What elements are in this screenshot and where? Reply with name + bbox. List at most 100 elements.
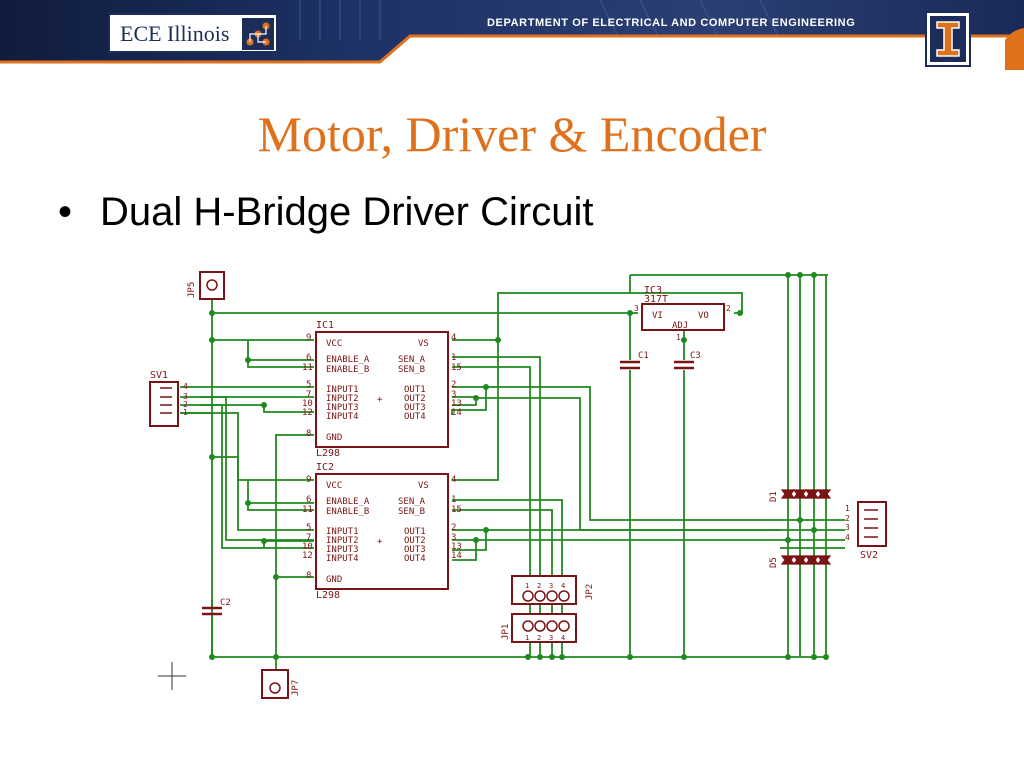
jp1-pin: 1: [525, 634, 529, 642]
jp1-label: JP1: [501, 624, 511, 640]
ic2-label: VS: [418, 481, 429, 491]
bullet-dot: •: [58, 190, 73, 234]
ic1-pin: 4: [451, 333, 456, 343]
ic1-label: SEN_B: [398, 365, 425, 375]
circuit-dots-icon: [242, 18, 274, 50]
jp5-connector: JP5: [187, 271, 225, 300]
ic1-pin: 10: [302, 399, 313, 409]
ic1-label: OUT4: [404, 412, 426, 422]
junction-dots: [209, 272, 829, 660]
ece-illinois-logo: ECE Illinois: [108, 13, 278, 53]
ic1-pin: 2: [451, 380, 456, 390]
slide-header: ECE Illinois DEPARTMENT OF ELECTRICAL AN…: [0, 0, 1024, 70]
sv2-pin: 4: [845, 533, 850, 542]
ic3-name: IC3: [644, 285, 662, 296]
ic1-pin: 1: [451, 353, 456, 363]
ic2-name: IC2: [316, 462, 334, 473]
ic1-name: IC1: [316, 320, 334, 331]
diode-array-d1: D1: [769, 489, 832, 502]
ic1-l298: IC1 L298 9 6 11 5 7 10 12 8 4 1 15 2 3 1…: [302, 320, 462, 459]
ic1-label: SEN_A: [398, 355, 426, 365]
bullet-text: Dual H-Bridge Driver Circuit: [100, 190, 594, 234]
ic2-label: INPUT1: [326, 527, 359, 537]
ic1-part: L298: [316, 448, 340, 459]
ic1-label: ENABLE_A: [326, 355, 370, 365]
ic1-label: VS: [418, 339, 429, 349]
sv1-pin: 2: [183, 400, 188, 409]
ic1-pin: 14: [451, 408, 462, 418]
slide-title: Motor, Driver & Encoder: [257, 106, 767, 162]
ic1-pin: 5: [306, 380, 311, 390]
c2-label: C2: [220, 598, 231, 608]
sv1-connector: SV1 4 3 2 1: [149, 370, 188, 427]
illinois-block-i-logo: [925, 11, 971, 67]
jp7-connector: JP7: [261, 669, 301, 699]
ic1-pin: 6: [306, 353, 311, 363]
ic2-label: OUT4: [404, 554, 426, 564]
jp1-pin: 3: [549, 634, 553, 642]
ic2-pin: 4: [451, 475, 456, 485]
jp1-connector: 1 2 3 4 JP1: [501, 613, 577, 643]
ic2-label: SEN_B: [398, 507, 425, 517]
jp2-pin: 3: [549, 582, 553, 590]
sv1-pin: 3: [183, 392, 188, 401]
ic2-label: VCC: [326, 481, 342, 491]
ic1-pin: 15: [451, 363, 462, 373]
d5-label: D5: [769, 557, 779, 568]
d1-label: D1: [769, 491, 779, 502]
jp5-label: JP5: [187, 282, 197, 298]
sv2-label: SV2: [860, 550, 878, 561]
ic2-pin: 14: [451, 551, 462, 561]
ic1-pin: 11: [302, 363, 313, 373]
sv2-connector: SV2 1 2 3 4: [845, 501, 887, 561]
ic2-pin: 1: [451, 495, 456, 505]
ic1-pin: 7: [306, 390, 311, 400]
sv2-pin: 2: [845, 514, 850, 523]
ic3-regulator: IC3 317T VI VO ADJ 3 2 1: [634, 285, 731, 342]
ic1-pin: 9: [306, 333, 311, 343]
ic2-label: ENABLE_B: [326, 507, 369, 517]
sv1-pin: 4: [183, 382, 188, 391]
jp1-pin: 4: [561, 634, 565, 642]
ic2-l298: IC2 L298 9 6 11 5 7 10 12 8 4 1 15 2 3 1…: [302, 462, 462, 601]
ic3-vi: VI: [652, 311, 663, 321]
department-name: DEPARTMENT OF ELECTRICAL AND COMPUTER EN…: [487, 17, 856, 29]
ic1-pin: 13: [451, 399, 462, 409]
ic1-pin: 12: [302, 408, 313, 418]
ic1-label: INPUT3: [326, 403, 359, 413]
origin-crosshair-icon: [158, 662, 186, 690]
diode-array-d5: D5: [769, 555, 832, 568]
block-i-icon: [930, 16, 966, 62]
sv2-pin: 3: [845, 523, 850, 532]
ic1-label: OUT3: [404, 403, 426, 413]
ic1-origin-mark: +: [377, 395, 383, 405]
ic1-pin: 8: [306, 429, 311, 439]
ic1-label: INPUT4: [326, 412, 359, 422]
ic3-vo: VO: [698, 311, 709, 321]
c3-label: C3: [690, 351, 701, 361]
jp1-pin: 2: [537, 634, 541, 642]
ic2-label: INPUT4: [326, 554, 359, 564]
ic2-origin-mark: +: [377, 537, 383, 547]
jp7-label: JP7: [291, 680, 301, 696]
ic2-label: ENABLE_A: [326, 497, 370, 507]
ic2-pin: 11: [302, 505, 313, 515]
ic1-label: GND: [326, 433, 342, 443]
wires: [180, 274, 845, 670]
ic2-label: INPUT2: [326, 536, 359, 546]
ic2-pin: 2: [451, 523, 456, 533]
ic1-pin: 3: [451, 390, 456, 400]
ic2-pin: 10: [302, 542, 313, 552]
ic1-label: INPUT2: [326, 394, 359, 404]
ic2-label: SEN_A: [398, 497, 426, 507]
ic2-pin: 9: [306, 475, 311, 485]
jp2-pin: 4: [561, 582, 565, 590]
logo-text: ECE Illinois: [120, 21, 230, 46]
ic3-pin: 3: [634, 304, 639, 313]
jp2-label: JP2: [585, 584, 595, 600]
capacitors: [202, 360, 694, 616]
ic2-label: OUT1: [404, 527, 426, 537]
ic3-adj: ADJ: [672, 321, 688, 331]
ic2-pin: 13: [451, 542, 462, 552]
jp2-connector: 1 2 3 4 JP2: [511, 575, 595, 605]
